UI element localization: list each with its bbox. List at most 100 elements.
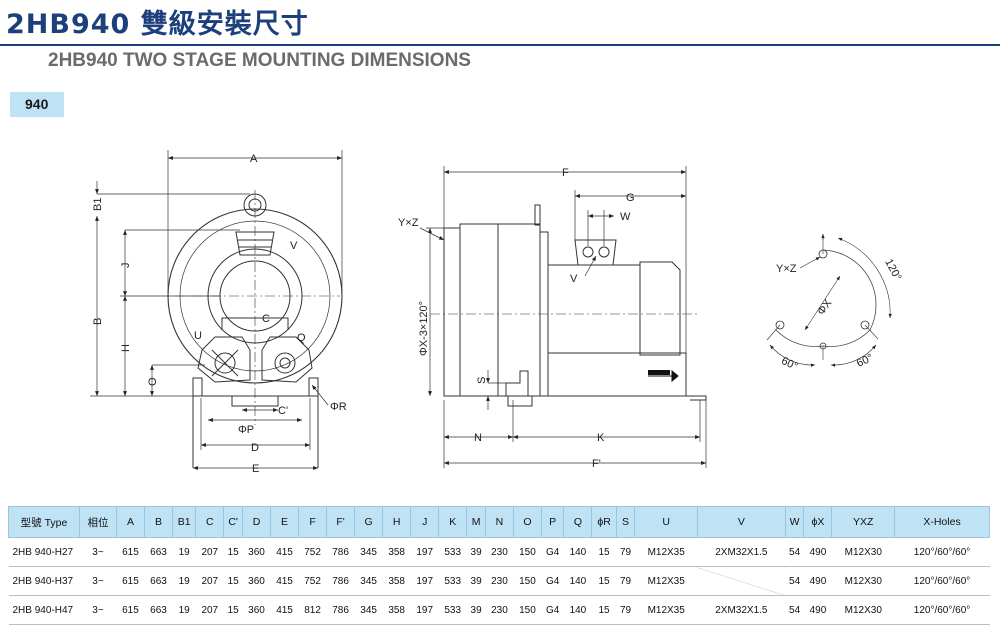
label-120-deg: 120° bbox=[882, 257, 903, 283]
table-cell: 360 bbox=[242, 537, 271, 567]
table-cell: 786 bbox=[326, 595, 355, 625]
table-cell: 79 bbox=[616, 566, 635, 596]
label-yxz-side: Y×Z bbox=[398, 217, 419, 229]
label-e: E bbox=[252, 463, 259, 475]
label-q: Q bbox=[297, 332, 306, 344]
table-cell: 140 bbox=[563, 537, 592, 567]
col-k: K bbox=[438, 506, 468, 538]
col-d: D bbox=[241, 506, 272, 538]
table-cell: 663 bbox=[144, 537, 173, 567]
page-title-chinese: 2HB940 雙級安裝尺寸 bbox=[6, 9, 309, 40]
table-cell: 533 bbox=[438, 595, 467, 625]
side-dimensions bbox=[419, 166, 707, 468]
label-f-prime: F' bbox=[592, 458, 601, 470]
flange-view bbox=[766, 234, 892, 367]
table-cell: 360 bbox=[242, 566, 271, 596]
table-cell: 345 bbox=[354, 566, 383, 596]
label-j: J bbox=[120, 263, 132, 269]
label-c-prime: C' bbox=[278, 405, 288, 417]
table-cell: G4 bbox=[541, 566, 564, 596]
col-c: C bbox=[195, 506, 225, 538]
table-cell: 2XM32X1.5 bbox=[697, 595, 786, 625]
table-cell: 39 bbox=[466, 566, 486, 596]
side-view bbox=[430, 204, 707, 407]
col-q: Q bbox=[563, 506, 593, 538]
col-h: H bbox=[382, 506, 412, 538]
col-u: U bbox=[634, 506, 698, 538]
table-cell: 786 bbox=[326, 537, 355, 567]
table-cell: 358 bbox=[382, 595, 411, 625]
col-type: 型號 Type bbox=[8, 506, 80, 538]
table-cell: 207 bbox=[195, 595, 224, 625]
table-cell: 663 bbox=[144, 566, 173, 596]
front-dimensions bbox=[90, 150, 343, 470]
page-title-english: 2HB940 TWO STAGE MOUNTING DIMENSIONS bbox=[48, 50, 471, 71]
table-cell bbox=[697, 566, 786, 596]
table-cell: 615 bbox=[116, 566, 145, 596]
col-p: P bbox=[540, 506, 565, 538]
table-cell: 3~ bbox=[79, 595, 117, 625]
label-o: O bbox=[147, 377, 159, 386]
label-f: F bbox=[562, 167, 569, 179]
table-cell: 490 bbox=[803, 595, 832, 625]
front-labels: A B1 B J H O V C U Q C' ΦR ΦP D E bbox=[92, 153, 347, 475]
label-v-side: V bbox=[570, 273, 578, 285]
table-cell: 415 bbox=[270, 537, 299, 567]
col-e: E bbox=[270, 506, 300, 538]
label-w: W bbox=[620, 211, 631, 223]
table-cell: 207 bbox=[195, 566, 224, 596]
label-phi-r: ΦR bbox=[330, 401, 347, 413]
label-phi-x-3: ΦX-3×120° bbox=[418, 301, 430, 356]
label-b1: B1 bbox=[92, 198, 104, 211]
table-cell: 2HB 940-H37 bbox=[8, 566, 80, 596]
table-cell: 415 bbox=[270, 566, 299, 596]
col-yxz: YXZ bbox=[831, 506, 896, 538]
label-u: U bbox=[194, 330, 202, 342]
table-cell: 230 bbox=[485, 537, 514, 567]
table-cell: 140 bbox=[563, 566, 592, 596]
table-cell: 3~ bbox=[79, 537, 117, 567]
label-60-deg-left: 60° bbox=[779, 355, 799, 373]
col-f-prime: F' bbox=[326, 506, 356, 538]
table-cell: M12X30 bbox=[831, 595, 895, 625]
col-j: J bbox=[410, 506, 440, 538]
table-header-row: 型號 Type 相位 A B B1 C C' D E F F' G H J K … bbox=[8, 506, 990, 538]
col-phi-x: ϕX bbox=[803, 506, 833, 538]
label-s: S bbox=[476, 377, 488, 384]
table-cell: 79 bbox=[616, 595, 635, 625]
table-cell: 54 bbox=[785, 566, 804, 596]
col-m: M bbox=[466, 506, 486, 538]
table-cell: 150 bbox=[513, 537, 542, 567]
table-cell: G4 bbox=[541, 595, 564, 625]
col-w: W bbox=[784, 506, 805, 538]
dimensions-table: 型號 Type 相位 A B B1 C C' D E F F' G H J K … bbox=[8, 506, 990, 625]
table-cell: 15 bbox=[223, 566, 243, 596]
label-a: A bbox=[250, 153, 258, 165]
table-cell: 54 bbox=[785, 537, 804, 567]
col-phi-r: ϕR bbox=[591, 506, 617, 538]
table-cell: 19 bbox=[172, 566, 196, 596]
table-cell: 360 bbox=[242, 595, 271, 625]
table-cell: 358 bbox=[382, 537, 411, 567]
table-cell: 358 bbox=[382, 566, 411, 596]
table-cell: 150 bbox=[513, 566, 542, 596]
table-cell: 345 bbox=[354, 595, 383, 625]
side-labels: F G W Y×Z V ΦX-3×120° S N K F' bbox=[398, 167, 635, 470]
col-f: F bbox=[298, 506, 328, 538]
table-cell: 3~ bbox=[79, 566, 117, 596]
col-a: A bbox=[115, 506, 145, 538]
table-cell: 207 bbox=[195, 537, 224, 567]
label-yxz-flange: Y×Z bbox=[776, 263, 797, 275]
table-cell: 752 bbox=[298, 537, 327, 567]
col-b: B bbox=[143, 506, 174, 538]
table-cell: 197 bbox=[410, 595, 439, 625]
table-cell: 230 bbox=[485, 566, 514, 596]
model-tag: 940 bbox=[10, 92, 64, 117]
col-b1: B1 bbox=[172, 506, 197, 538]
table-cell: M12X30 bbox=[831, 537, 895, 567]
table-cell: M12X30 bbox=[831, 566, 895, 596]
table-cell: M12X35 bbox=[634, 566, 698, 596]
table-cell: 120°/60°/60° bbox=[894, 566, 990, 596]
table-cell: 490 bbox=[803, 537, 832, 567]
